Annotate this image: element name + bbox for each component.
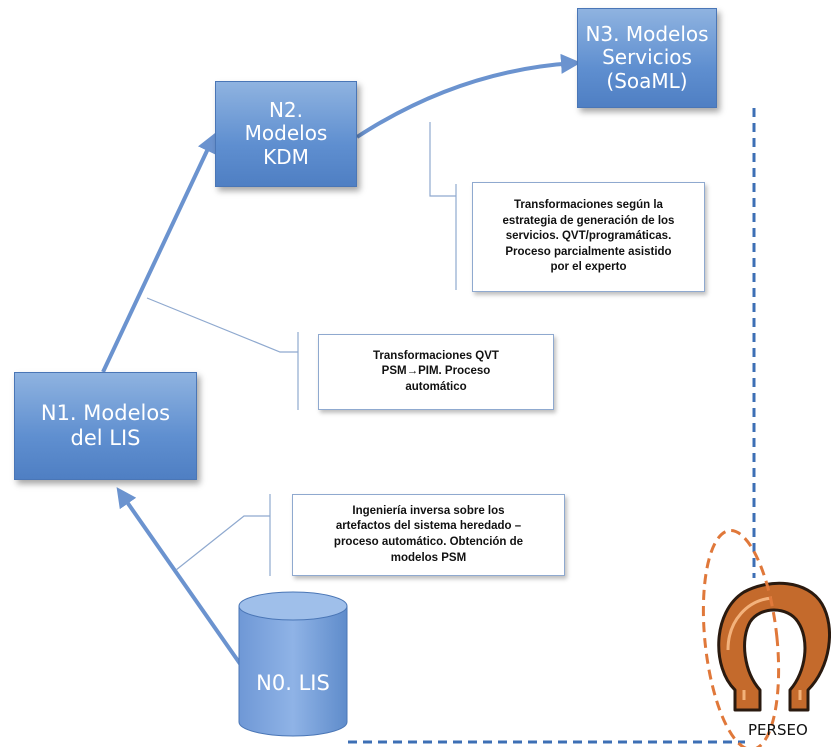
note-n1-n2-line-3: automático: [405, 380, 467, 393]
note-n2-n3-line-3: servicios. QVT/programáticas.: [505, 230, 672, 243]
n2-label-line-1: N2.: [268, 97, 304, 122]
note-n0-n1-reverse-engineering: Ingeniería inversa sobre los artefactos …: [292, 494, 565, 576]
n3-services-models-box: N3. Modelos Servicios (SoaML): [577, 8, 717, 108]
callout-connector-n0-n1: [175, 494, 271, 576]
omega-horseshoe-icon: [717, 581, 831, 712]
note-n2-n3-line-4: Proceso parcialmente asistido: [505, 245, 672, 258]
n0-label: N0. LIS: [256, 671, 330, 695]
n3-label-line-3: (SoaML): [606, 68, 688, 93]
note-n2-n3-transformations: Transformaciones según la estrategia de …: [472, 182, 705, 292]
callout-connector-n1-n2: [146, 297, 299, 410]
arrow-n0-to-n1: [116, 487, 245, 670]
arrow-n1-to-n2: [101, 132, 217, 373]
note-n0-n1-line-4: modelos PSM: [390, 551, 467, 564]
note-n0-n1-line-1: Ingeniería inversa sobre los: [352, 504, 505, 517]
n2-label-line-2: Modelos: [244, 121, 328, 146]
n2-label-line-3: KDM: [263, 144, 309, 169]
n3-label-line-1: N3. Modelos: [585, 21, 709, 46]
perseo-logo-label: PERSEO: [748, 721, 808, 739]
note-n1-n2-line-2: PSM→PIM. Proceso: [381, 365, 491, 378]
callout-connector-n2-n3: [429, 122, 457, 290]
note-n2-n3-line-5: por el experto: [550, 261, 627, 274]
n0-database-cylinder: [238, 591, 348, 737]
n1-lis-models-box: N1. Modelos del LIS: [14, 372, 197, 480]
note-n2-n3-line-1: Transformaciones según la: [514, 199, 663, 212]
n1-label-line-1: N1. Modelos: [40, 401, 171, 426]
highlight-ellipse: [701, 529, 781, 747]
n3-label-line-2: Servicios: [602, 45, 692, 70]
note-n0-n1-line-3: proceso automático. Obtención de: [333, 536, 524, 548]
arrow-n2-to-n3: [355, 53, 581, 139]
n2-kdm-models-box: N2. Modelos KDM: [215, 81, 357, 187]
note-n0-n1-line-2: artefactos del sistema heredado –: [335, 520, 522, 533]
note-n1-n2-line-1: Transformaciones QVT: [373, 349, 499, 362]
note-n2-n3-line-2: estrategia de generación de los: [502, 214, 675, 227]
n1-label-line-2: del LIS: [70, 426, 141, 450]
note-n1-n2-transformations: Transformaciones QVT PSM→PIM. Proceso au…: [318, 334, 554, 410]
